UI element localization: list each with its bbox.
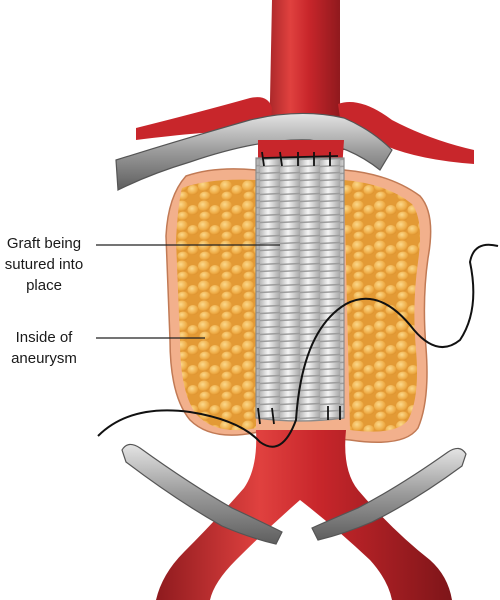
upper-aorta — [258, 0, 350, 150]
inside-aneurysm-label: Inside of aneurysm — [0, 327, 92, 369]
upper-anastomosis-sutures — [261, 151, 339, 167]
right-iliac-clamp — [311, 447, 467, 541]
graft-label-line-2: sutured into — [4, 256, 84, 273]
graft — [255, 157, 345, 422]
upper-clamp — [115, 112, 393, 191]
left-iliac-clamp — [121, 443, 283, 545]
right-renal-artery — [338, 102, 474, 164]
lower-aorta — [156, 430, 452, 600]
inside-label-line-1: Inside of — [15, 329, 73, 346]
lower-anastomosis-sutures — [257, 406, 341, 425]
graft-label-line-3: place — [26, 277, 62, 294]
suture-thread — [97, 243, 499, 448]
inside-label-line-2: aneurysm — [11, 350, 77, 367]
aneurysm-fat-left — [176, 179, 256, 431]
aneurysm-fat-right — [344, 180, 420, 432]
graft-label-line-1: Graft being — [6, 235, 82, 252]
graft-label: Graft being sutured into place — [0, 233, 96, 296]
